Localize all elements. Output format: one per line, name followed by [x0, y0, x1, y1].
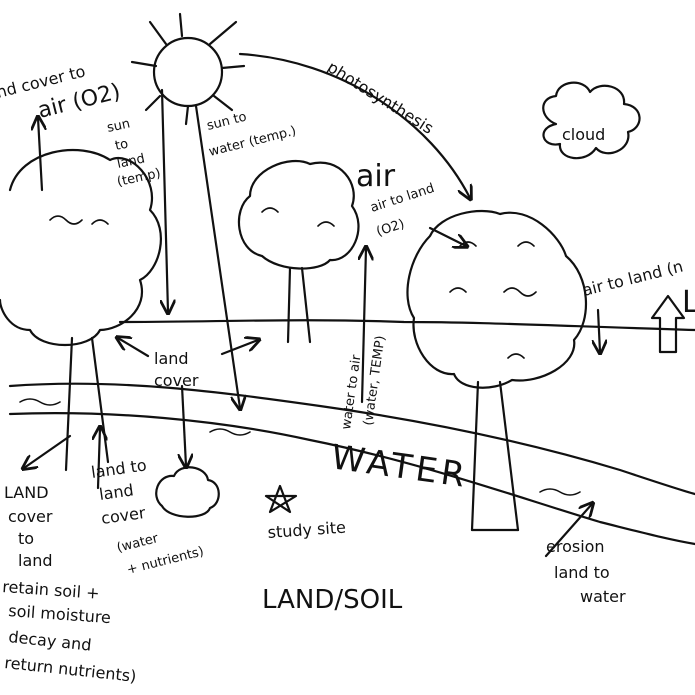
label-air-to-land-2: (O2): [375, 217, 407, 240]
cloud-icon: cloud: [542, 81, 641, 160]
river: [8, 382, 695, 546]
air-to-land-o2-arrow: [428, 226, 466, 246]
label-land-cover-to-land-8: return nutrients): [4, 653, 138, 686]
label-land-cover-to-land-4: land: [18, 551, 53, 570]
label-water-to-air-1: water to air: [339, 353, 364, 430]
star-icon: [264, 484, 298, 514]
label-land-to-land-cover-2: land: [98, 480, 135, 504]
label-right-edge-l: L: [682, 285, 695, 320]
sun-icon: [130, 12, 246, 126]
land-cover-to-nutrients-arrow: [182, 384, 186, 466]
label-land-cover-mid-1: land: [154, 349, 189, 368]
label-sun-to-land-1: sun: [106, 116, 132, 136]
label-air-to-land-right: air to land (n: [580, 257, 685, 300]
land-to-land-cover-arrow: [98, 428, 100, 490]
label-erosion-2: land to: [554, 563, 610, 582]
label-land-cover-to-land-7: decay and: [8, 627, 93, 655]
label-study-site: study site: [267, 518, 346, 542]
land-cover-to-land-arrow: [24, 434, 72, 468]
label-water-to-air-2: (water, TEMP): [361, 335, 388, 427]
land-cover-arrow-left: [118, 338, 150, 358]
label-land-to-land-cover-3: cover: [100, 503, 147, 528]
tree-icon: [0, 148, 162, 472]
tree-icon: [237, 159, 360, 344]
air-to-land-right-arrow: [598, 308, 600, 352]
label-land-cover-to-land-1: LAND: [4, 483, 49, 502]
horizon-line: [118, 319, 695, 332]
sun-to-land-arrow: [162, 88, 168, 312]
land-cover-arrow-right: [220, 340, 258, 356]
label-land-cover-to-land-6: soil moisture: [8, 601, 112, 627]
erosion-arrow: [544, 504, 592, 558]
photosynthesis-arrow: [238, 52, 470, 198]
up-arrow-icon: [650, 294, 686, 354]
sun-to-water-arrow: [194, 104, 240, 408]
label-land-soil: LAND/SOIL: [262, 585, 403, 615]
label-air: air: [356, 159, 396, 194]
bush-icon: [155, 466, 220, 518]
label-sun-to-land-3: land: [116, 151, 147, 172]
land-cover-to-air-arrow: [38, 118, 42, 192]
label-sun-to-land-2: to: [114, 137, 130, 154]
label-water: WATER: [329, 437, 471, 496]
water-to-air-arrow: [362, 248, 366, 404]
tree-icon: [406, 209, 588, 532]
label-sun-to-water-1: sun to: [205, 110, 248, 134]
label-land-to-land-cover-4: (water: [115, 531, 160, 556]
label-land-cover-to-land-3: to: [18, 529, 34, 548]
label-erosion-3: water: [580, 587, 626, 606]
label-land-cover-to-land-2: cover: [8, 507, 53, 526]
label-erosion-1: erosion: [546, 537, 605, 556]
label-land-cover-to-land-5: retain soil +: [2, 577, 100, 603]
label-photosynthesis: photosynthesis: [324, 57, 437, 137]
cloud-label: cloud: [562, 125, 605, 144]
label-land-cover-mid-2: cover: [154, 371, 199, 390]
